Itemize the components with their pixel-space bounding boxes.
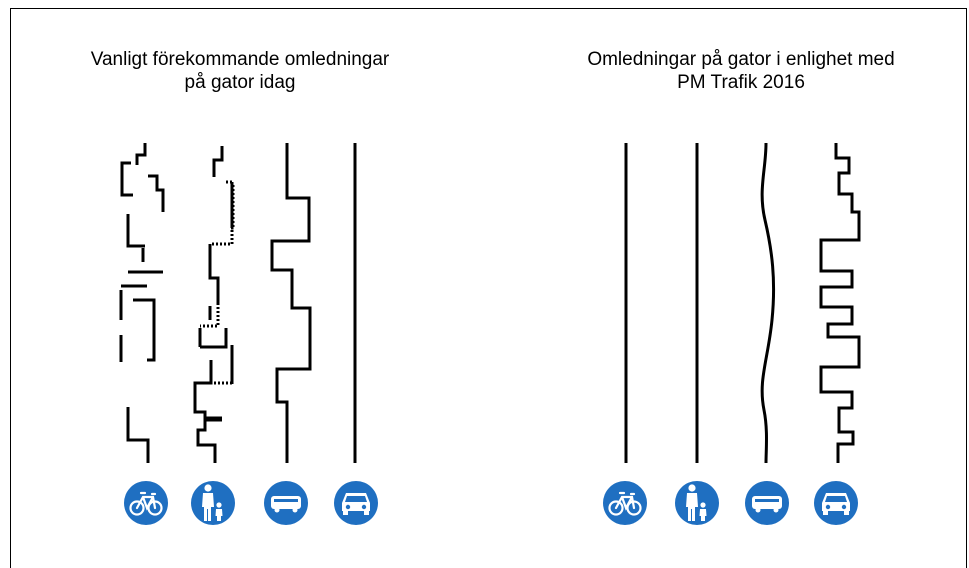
- right-title-line2: PM Trafik 2016: [677, 72, 805, 93]
- left-title-line1: Vanligt förekommande omledningar: [90, 49, 390, 70]
- right-pedestrian-icon: [675, 481, 719, 525]
- right-panel-title: Omledningar på gator i enlighet med PM T…: [521, 48, 961, 94]
- right-bus-path: [760, 142, 776, 464]
- left-bike-path: [119, 143, 165, 463]
- left-bus-path: [270, 143, 312, 463]
- left-car-icon: [334, 481, 378, 525]
- left-bus-icon: [264, 481, 308, 525]
- left-pedestrian-path: [193, 146, 234, 463]
- right-bicycle-icon: [603, 481, 647, 525]
- left-pedestrian-icon: [191, 481, 235, 525]
- right-bus-icon: [745, 481, 789, 525]
- figure-frame: [10, 8, 967, 568]
- left-title-line2: på gator idag: [184, 72, 296, 93]
- left-pedestrian-dotted: [198, 180, 235, 385]
- right-title-line1: Omledningar på gator i enlighet med: [587, 49, 895, 70]
- right-car-path: [819, 143, 861, 463]
- right-car-icon: [814, 481, 858, 525]
- left-panel-title: Vanligt förekommande omledningar på gato…: [20, 48, 460, 94]
- left-bicycle-icon: [124, 481, 168, 525]
